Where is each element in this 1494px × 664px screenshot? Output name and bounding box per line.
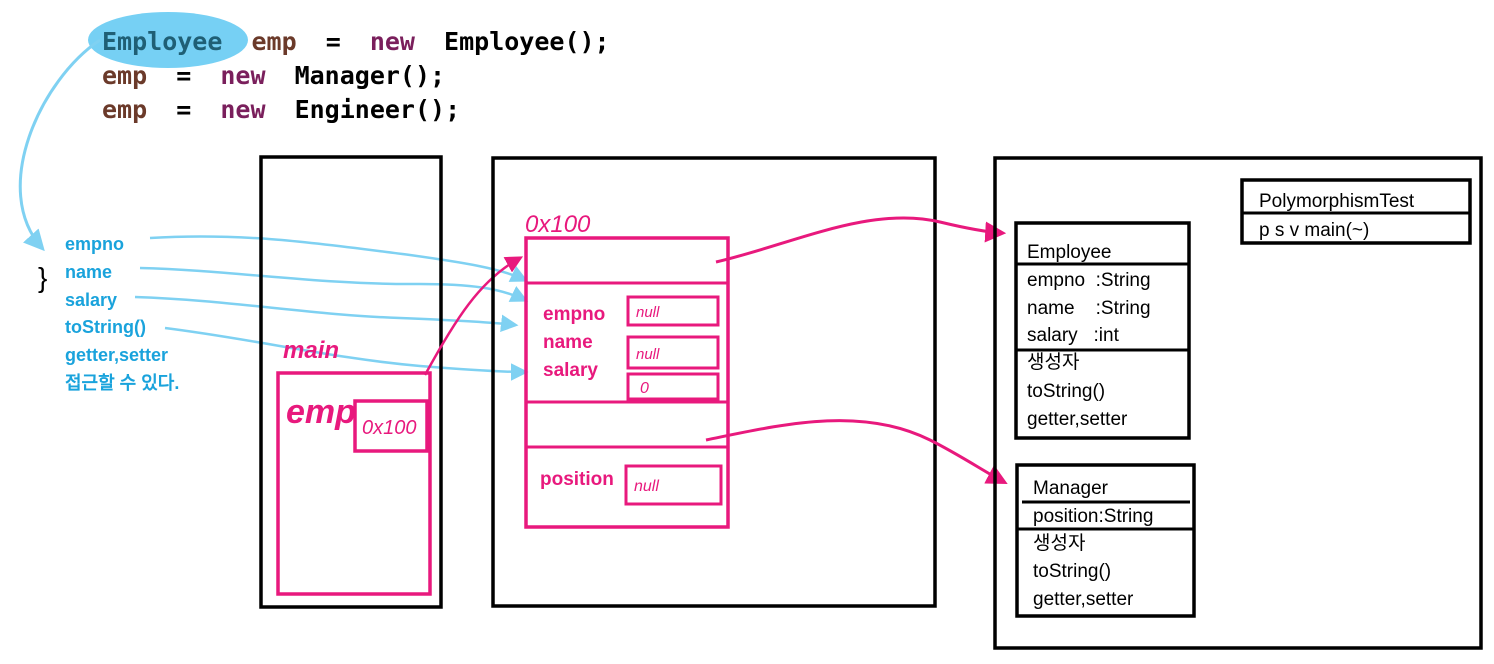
emp-reference-value: 0x100 — [362, 417, 417, 439]
main-frame-box — [276, 371, 432, 596]
heap-field-label: salary — [543, 360, 598, 381]
class-method: 생성자 — [1027, 351, 1079, 373]
heap-area-box — [491, 156, 937, 608]
code-var: emp — [102, 95, 147, 124]
emp-reference-box — [353, 399, 429, 453]
class-link-arrow-manager — [705, 419, 1008, 484]
heap-field-value: null — [636, 304, 660, 321]
member-item: name — [65, 262, 112, 282]
heap-field-label: name — [543, 332, 593, 353]
manager-class-box: Manager position:String 생성자 toString() g… — [1015, 463, 1196, 618]
code-keyword: new — [220, 61, 266, 90]
heap-fields: empno name salary null null 0 — [543, 295, 720, 401]
heap-field-value: null — [636, 346, 660, 363]
member-item: empno — [65, 234, 124, 254]
polymorphism-test-class-box: PolymorphismTest p s v main(~) — [1240, 178, 1472, 245]
class-attribute: salary :int — [1027, 325, 1120, 346]
class-method: 생성자 — [1033, 532, 1085, 554]
heap-subfield-label: position — [540, 469, 614, 490]
heap-object-box — [524, 236, 730, 529]
code-ctor: Manager(); — [295, 61, 446, 90]
code-type: Employee — [102, 27, 222, 56]
class-attribute: name :String — [1027, 298, 1151, 319]
class-method: toString() — [1033, 561, 1111, 582]
code-var: emp — [102, 61, 147, 90]
class-method: toString() — [1027, 381, 1105, 402]
heap-field-value-box — [626, 295, 720, 327]
class-link-arrow-employee — [715, 216, 1007, 264]
heap-object-address: 0x100 — [525, 211, 591, 238]
code-ctor: Engineer(); — [295, 95, 461, 124]
closing-brace: } — [38, 262, 47, 293]
class-method: getter,setter — [1027, 409, 1128, 430]
code-keyword: new — [220, 95, 266, 124]
class-attribute: empno :String — [1027, 270, 1151, 291]
code-var: emp — [251, 27, 296, 56]
heap-field-value-box — [626, 372, 720, 401]
member-item: 접근할 수 있다. — [65, 372, 179, 393]
main-frame-label: main — [283, 337, 339, 364]
reference-arrow — [423, 256, 524, 376]
class-method: p s v main(~) — [1259, 220, 1369, 241]
stack-area-box — [259, 155, 443, 609]
heap-subfield-value: null — [634, 478, 659, 495]
heap-subfield-value-box — [624, 464, 723, 506]
code-ctor: Employee(); — [444, 27, 610, 56]
accessible-member-list: empno name salary toString() getter,sett… — [65, 234, 179, 393]
class-name: Manager — [1033, 478, 1109, 499]
class-area-box — [993, 156, 1483, 650]
class-attribute: position:String — [1033, 506, 1153, 527]
code-keyword: new — [370, 27, 416, 56]
code-line-3: emp = new Engineer(); — [102, 95, 460, 124]
employee-class-box: Employee empno :String name :String sala… — [1014, 221, 1191, 440]
class-method: getter,setter — [1033, 589, 1134, 610]
code-op: = — [176, 61, 191, 90]
emp-variable-label: emp — [286, 393, 356, 431]
code-op: = — [326, 27, 341, 56]
code-block: Employee emp = new Employee(); emp = new… — [102, 27, 610, 124]
class-name: Employee — [1027, 242, 1112, 263]
member-item: salary — [65, 290, 117, 310]
member-item: getter,setter — [65, 345, 168, 365]
heap-field-value-box — [626, 335, 720, 370]
code-line-1: Employee emp = new Employee(); — [102, 27, 610, 56]
blue-type-arrow — [18, 38, 101, 252]
heap-field-label: empno — [543, 304, 605, 325]
class-name: PolymorphismTest — [1259, 191, 1415, 212]
member-item: toString() — [65, 317, 146, 337]
type-highlight-blob — [88, 12, 248, 68]
code-op: = — [176, 95, 191, 124]
code-line-2: emp = new Manager(); — [102, 61, 445, 90]
heap-field-value: 0 — [640, 380, 649, 397]
